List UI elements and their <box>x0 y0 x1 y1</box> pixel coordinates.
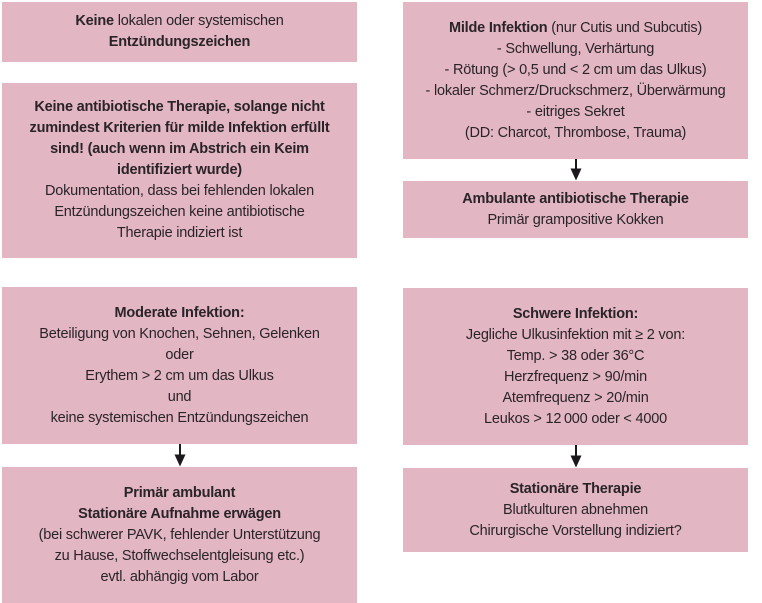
text-line: Keine lokalen oder systemischen <box>75 11 283 32</box>
text-line: Beteiligung von Knochen, Sehnen, Gelenke… <box>39 325 320 342</box>
box-moderate-infection: Moderate Infektion: Beteiligung von Knoc… <box>2 287 357 444</box>
arrow-down-icon <box>570 445 582 468</box>
text-line: und <box>167 388 192 405</box>
text-line: Jegliche Ulkusinfektion mit ≥ 2 von: <box>465 326 686 343</box>
text-line: identifiziert wurde) <box>117 162 242 178</box>
text-line: Primär grampositive Kokken <box>487 211 664 228</box>
text-segment: lokalen oder systemischen <box>113 13 284 29</box>
box-title: Stationäre Aufnahme erwägen <box>78 505 281 522</box>
text-line: Therapie indiziert ist <box>116 225 243 241</box>
box-inpatient-therapy: Stationäre Therapie Blutkulturen abnehme… <box>403 468 748 552</box>
box-title: Milde Infektion (nur Cutis und Subcutis) <box>449 18 702 39</box>
text-line: Keine antibiotische Therapie, solange ni… <box>34 99 325 115</box>
text-line: oder <box>165 346 194 363</box>
box-primary-outpatient: Primär ambulant Stationäre Aufnahme erwä… <box>2 467 357 603</box>
box-title: Moderate Infektion: <box>114 304 245 321</box>
box-title: Ambulante antibiotische Therapie <box>462 190 689 207</box>
text-line: keine systemischen Entzündungszeichen <box>50 409 309 426</box>
text-line: - lokaler Schmerz/Druckschmerz, Überwärm… <box>425 82 726 99</box>
box-title: Primär ambulant <box>123 484 236 501</box>
text-line: Atemfrequenz > 20/min <box>502 389 649 406</box>
box-no-inflammation-signs: Keine lokalen oder systemischen Entzündu… <box>2 2 357 62</box>
box-no-antibiotic-therapy: Keine antibiotische Therapie, solange ni… <box>2 83 357 258</box>
text-emphasis: Milde Infektion <box>448 19 548 36</box>
text-line: Temp. > 38 oder 36°C <box>506 347 645 364</box>
text-line: zu Hause, Stoffwechselentgleisung etc.) <box>54 547 305 564</box>
box-title: Stationäre Therapie <box>509 480 642 497</box>
text-line: - Schwellung, Verhärtung <box>496 40 655 57</box>
arrow-down-icon <box>570 159 582 181</box>
text-emphasis: Keine <box>75 13 114 29</box>
text-line: - Rötung (> 0,5 und < 2 cm um das Ulkus) <box>444 61 707 78</box>
text-line: Dokumentation, dass bei fehlenden lokale… <box>44 183 315 199</box>
text-line: - eitriges Sekret <box>526 103 625 120</box>
text-line: (bei schwerer PAVK, fehlender Unterstütz… <box>38 526 321 543</box>
box-severe-infection: Schwere Infektion: Jegliche Ulkusinfekti… <box>403 288 748 445</box>
box-title: Schwere Infektion: <box>512 305 639 322</box>
text-line: zumindest Kriterien für milde Infektion … <box>29 120 330 136</box>
text-line: Erythem > 2 cm um das Ulkus <box>85 367 274 384</box>
text-segment: (nur Cutis und Subcutis) <box>547 19 703 36</box>
arrow-down-icon <box>174 444 186 467</box>
text-line: Chirurgische Vorstellung indiziert? <box>469 522 682 539</box>
text-line: (DD: Charcot, Thrombose, Trauma) <box>464 124 687 141</box>
text-line: Entzündungszeichen keine antibiotische <box>54 204 305 220</box>
box-outpatient-antibiotic-therapy: Ambulante antibiotische Therapie Primär … <box>403 181 748 238</box>
text-line: Herzfrequenz > 90/min <box>504 368 647 385</box>
box-mild-infection: Milde Infektion (nur Cutis und Subcutis)… <box>403 2 748 159</box>
text-line: sind! (auch wenn im Abstrich ein Keim <box>50 141 309 157</box>
text-line: Entzündungszeichen <box>108 34 251 50</box>
text-line: Leukos > 12 000 oder < 4000 <box>484 410 667 427</box>
text-line: evtl. abhängig vom Labor <box>100 568 259 585</box>
text-line: Blutkulturen abnehmen <box>503 501 648 518</box>
